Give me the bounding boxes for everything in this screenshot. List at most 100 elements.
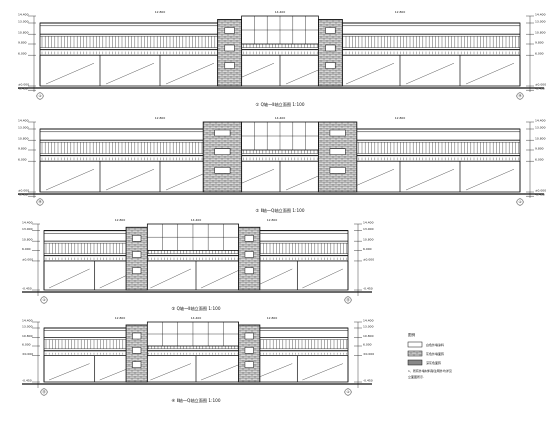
shopfront-diagonal <box>200 268 242 289</box>
shopfront-diagonal <box>201 363 242 381</box>
level-label: ±0.000 <box>18 189 29 193</box>
tower-window <box>329 129 346 137</box>
level-label: -0.450 <box>22 379 32 383</box>
tower-window <box>244 267 254 275</box>
elevation-4: 14.400 13.000 10.800 6.000 ±0.000 -0.450 14.40… <box>22 316 374 404</box>
level-label: 10.800 <box>18 137 29 141</box>
shopfront-diagonal <box>405 63 455 85</box>
shopfront-diagonal <box>165 63 215 85</box>
level-label: ±0.000 <box>363 352 374 356</box>
tower-window <box>132 347 142 354</box>
tower-window <box>244 251 254 258</box>
shopfront-diagonal <box>465 63 515 85</box>
level-label: 10.800 <box>22 238 33 242</box>
shopfront-diagonal <box>405 169 455 191</box>
tower-window <box>214 167 231 174</box>
dimension-label: 12.800 <box>395 10 406 14</box>
level-label: 13.000 <box>18 20 29 24</box>
grid-bubble <box>516 92 524 100</box>
elevation-1: 14.40013.00010.8009.8006.000±0.000-0.450… <box>18 10 546 108</box>
level-label: 6.000 <box>18 52 27 56</box>
level-label: ±0.000 <box>535 189 546 193</box>
level-label: 13.000 <box>363 325 374 329</box>
level-label: -0.450 <box>18 87 28 91</box>
tower-window <box>325 62 336 69</box>
legend-swatch <box>407 350 423 357</box>
level-label: 9.800 <box>535 147 544 151</box>
level-label: 6.000 <box>535 52 544 56</box>
elevation-title: ① Q轴～Ⅱ轴立面图 1:100 <box>256 101 305 108</box>
level-label: 9.800 <box>535 41 544 45</box>
dimension-label: 12.800 <box>267 218 278 222</box>
dimension-label: 14.400 <box>191 218 202 222</box>
elevation-title: ② Ⅱ轴～Q轴立面图 1:100 <box>256 207 305 214</box>
legend-label: 深灰色面砖 <box>426 360 441 365</box>
tower-window <box>224 62 235 69</box>
level-label: ±0.000 <box>363 257 374 261</box>
level-label: 13.000 <box>535 126 546 130</box>
level-label: 6.000 <box>363 343 372 347</box>
shopfront-diagonal <box>465 169 515 191</box>
grid-label: ① <box>42 298 45 302</box>
tower-window <box>329 167 346 174</box>
level-label: 10.800 <box>22 334 33 338</box>
dimension-label: 12.800 <box>395 116 406 120</box>
grid-label: ⑬ <box>42 389 46 394</box>
tower-window <box>132 267 142 275</box>
legend-title: 图例 <box>408 332 416 337</box>
grid-label: ⑲ <box>38 199 42 204</box>
tower-window <box>132 251 142 258</box>
dimension-label: 12.800 <box>267 316 278 320</box>
level-label: 6.000 <box>18 158 27 162</box>
shopfront-diagonal <box>105 63 155 85</box>
legend-label: 白色外墙涂料 <box>426 342 444 347</box>
level-label: -0.450 <box>363 379 373 383</box>
tower-window <box>244 332 254 340</box>
legend-swatch <box>407 341 423 348</box>
level-label: 14.400 <box>18 13 29 17</box>
level-label: 9.800 <box>18 147 27 151</box>
level-label: 10.800 <box>18 31 29 35</box>
level-label: ±0.000 <box>22 352 33 356</box>
brick-tower <box>125 226 148 291</box>
level-label: 13.000 <box>22 227 33 231</box>
level-label: -0.450 <box>363 287 373 291</box>
dimension-label: 12.800 <box>155 116 166 120</box>
grid-bubble <box>40 388 48 396</box>
level-label: ±0.000 <box>535 83 546 87</box>
shopfront-diagonal <box>105 169 155 191</box>
level-label: 13.000 <box>18 126 29 130</box>
level-label: 13.000 <box>22 325 33 329</box>
level-label: -0.450 <box>535 87 545 91</box>
shopfront-diagonal <box>48 268 90 289</box>
tower-window <box>244 347 254 354</box>
brick-tower <box>238 226 261 291</box>
legend-label: 灰色外墙面砖 <box>426 351 444 356</box>
level-label: -0.450 <box>535 193 545 197</box>
level-label: 6.000 <box>22 247 31 251</box>
tower-window <box>214 148 231 155</box>
shopfront-diagonal <box>45 63 95 85</box>
dimension-label: 12.800 <box>115 218 126 222</box>
level-label: ±0.000 <box>18 83 29 87</box>
level-label: 6.000 <box>363 247 372 251</box>
shopfront-diagonal <box>302 268 344 289</box>
level-label: 6.000 <box>22 343 31 347</box>
grid-bubble <box>36 198 44 206</box>
level-label: 10.800 <box>363 334 374 338</box>
level-label: 10.800 <box>363 238 374 242</box>
tower-window <box>132 235 142 242</box>
level-label: 6.000 <box>535 158 544 162</box>
legend-swatch <box>407 359 423 366</box>
level-label: 13.000 <box>535 20 546 24</box>
level-label: 14.400 <box>18 119 29 123</box>
grid-bubble <box>40 296 48 304</box>
level-label: 14.400 <box>363 319 374 323</box>
shopfront-diagonal <box>49 363 90 381</box>
tower-window <box>325 44 336 52</box>
level-label: 14.400 <box>22 319 33 323</box>
tower-window <box>329 148 346 155</box>
